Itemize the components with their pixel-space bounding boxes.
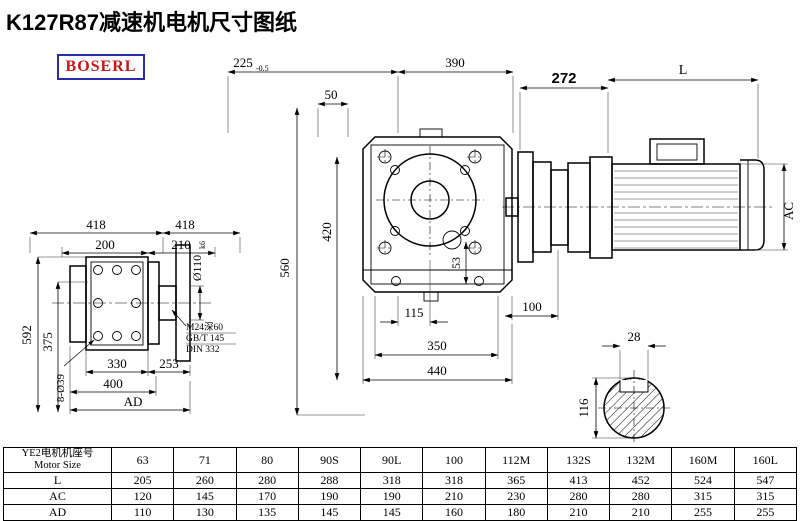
table-header-cell: 90L — [360, 446, 424, 474]
thread-spec-1: M24深60 — [186, 322, 223, 333]
table-header-cell: 132M — [609, 446, 673, 474]
table-cell: 280 — [235, 472, 299, 490]
table-cell: 315 — [671, 488, 735, 506]
dim-116: 116 — [576, 398, 591, 418]
dim-375: 375 — [40, 332, 55, 352]
table-cell: 210 — [422, 488, 486, 506]
table-cell: 145 — [297, 504, 362, 521]
table-header-cell: 160L — [733, 446, 798, 474]
motor-size-label-cn: YE2电机机座号 — [21, 448, 94, 459]
table-cell: 315 — [733, 488, 798, 506]
table-cell: 280 — [546, 488, 611, 506]
table-header-cell: 71 — [173, 446, 237, 474]
dim-50: 50 — [325, 87, 338, 102]
dim-115: 115 — [404, 305, 423, 320]
dim-330: 330 — [107, 356, 127, 371]
dim-400: 400 — [103, 376, 123, 391]
table-row-AD: AD 110 130 135 145 145 160 180 210 210 2… — [3, 504, 798, 521]
dim-390: 390 — [445, 55, 465, 70]
dim-420: 420 — [319, 222, 334, 242]
dim-8-holes: 8-Ø39 — [55, 373, 67, 402]
table-header-cell: 160M — [671, 446, 735, 474]
table-cell: 190 — [360, 488, 424, 506]
table-cell: 210 — [546, 504, 611, 521]
dim-225: 225 — [233, 55, 253, 70]
row-label: AD — [3, 504, 112, 521]
table-cell: 318 — [422, 472, 486, 490]
thread-spec-2: GB/T 145 — [186, 334, 224, 344]
table-cell: 135 — [235, 504, 299, 521]
table-cell: 120 — [110, 488, 175, 506]
dim-210: 210 — [171, 237, 191, 252]
table-cell: 365 — [484, 472, 548, 490]
table-cell: 452 — [609, 472, 673, 490]
side-view-drawing: 418 418 200 210 592 375 8-Ø39 330 253 40… — [19, 217, 241, 414]
dim-560: 560 — [277, 258, 292, 278]
motor-size-table: YE2电机机座号 Motor Size 63 71 80 90S 90L 100… — [3, 446, 798, 521]
table-header-cell: 90S — [297, 446, 362, 474]
dim-AC: AC — [781, 202, 796, 220]
page-title: K127R87减速机电机尺寸图纸 — [6, 10, 297, 35]
table-cell: 160 — [422, 504, 486, 521]
dim-53: 53 — [449, 257, 463, 269]
dim-225-tolerance: -0.5 — [256, 64, 269, 73]
dim-100: 100 — [522, 299, 542, 314]
dim-350: 350 — [427, 338, 447, 353]
technical-drawing: 418 418 200 210 592 375 8-Ø39 330 253 40… — [19, 55, 796, 445]
table-cell: 130 — [173, 504, 237, 521]
dim-L: L — [679, 63, 688, 78]
table-header-row: YE2电机机座号 Motor Size 63 71 80 90S 90L 100… — [3, 446, 798, 474]
table-cell: 180 — [484, 504, 548, 521]
dim-200: 200 — [95, 237, 115, 252]
dim-272: 272 — [551, 70, 576, 87]
motor-flange — [589, 156, 613, 259]
shaft-section-drawing: 28 116 — [576, 329, 670, 445]
table-cell: 205 — [110, 472, 175, 490]
table-cell: 547 — [733, 472, 798, 490]
table-cell: 145 — [360, 504, 424, 521]
table-row-L: L 205 260 280 288 318 318 365 413 452 52… — [3, 472, 798, 490]
dim-418-left: 418 — [86, 217, 106, 232]
table-cell: 524 — [671, 472, 735, 490]
row-label: AC — [3, 488, 112, 506]
dim-shaft-diameter: Ø110 — [190, 255, 204, 281]
motor-view-drawing: 272 L AC — [502, 63, 796, 263]
table-header-cell: 132S — [546, 446, 611, 474]
dim-592: 592 — [19, 325, 34, 345]
dim-ad: AD — [124, 394, 143, 409]
motor-size-label-en: Motor Size — [34, 460, 81, 472]
table-header-cell: 112M — [484, 446, 548, 474]
boserl-logo: BOSERL — [57, 54, 145, 80]
table-row-AC: AC 120 145 170 190 190 210 230 280 280 3… — [3, 488, 798, 506]
table-cell: 110 — [110, 504, 175, 521]
dim-418-right: 418 — [175, 217, 195, 232]
row-label: L — [3, 472, 112, 490]
table-cell: 255 — [733, 504, 798, 521]
dim-440: 440 — [427, 363, 447, 378]
table-header-cell: 100 — [422, 446, 486, 474]
table-cell: 170 — [235, 488, 299, 506]
terminal-box — [649, 138, 705, 165]
table-cell: 288 — [297, 472, 362, 490]
table-cell: 255 — [671, 504, 735, 521]
table-cell: 280 — [609, 488, 673, 506]
bolt-hole — [93, 265, 103, 275]
dim-shaft-tolerance: k6 — [198, 241, 207, 249]
table-cell: 413 — [546, 472, 611, 490]
table-header-cell: 63 — [110, 446, 175, 474]
fan-cover — [740, 159, 765, 251]
table-cell: 210 — [609, 504, 673, 521]
front-view-drawing: 225 -0.5 390 50 560 420 53 115 100 350 4… — [227, 55, 559, 416]
table-cell: 318 — [360, 472, 424, 490]
dim-28: 28 — [628, 329, 641, 344]
table-cell: 230 — [484, 488, 548, 506]
dim-253: 253 — [159, 356, 179, 371]
table-cell: 190 — [297, 488, 362, 506]
table-cell: 145 — [173, 488, 237, 506]
table-header-motor-size: YE2电机机座号 Motor Size — [3, 446, 112, 474]
thread-spec-3: DIN 332 — [186, 345, 220, 355]
table-header-cell: 80 — [235, 446, 299, 474]
table-cell: 260 — [173, 472, 237, 490]
